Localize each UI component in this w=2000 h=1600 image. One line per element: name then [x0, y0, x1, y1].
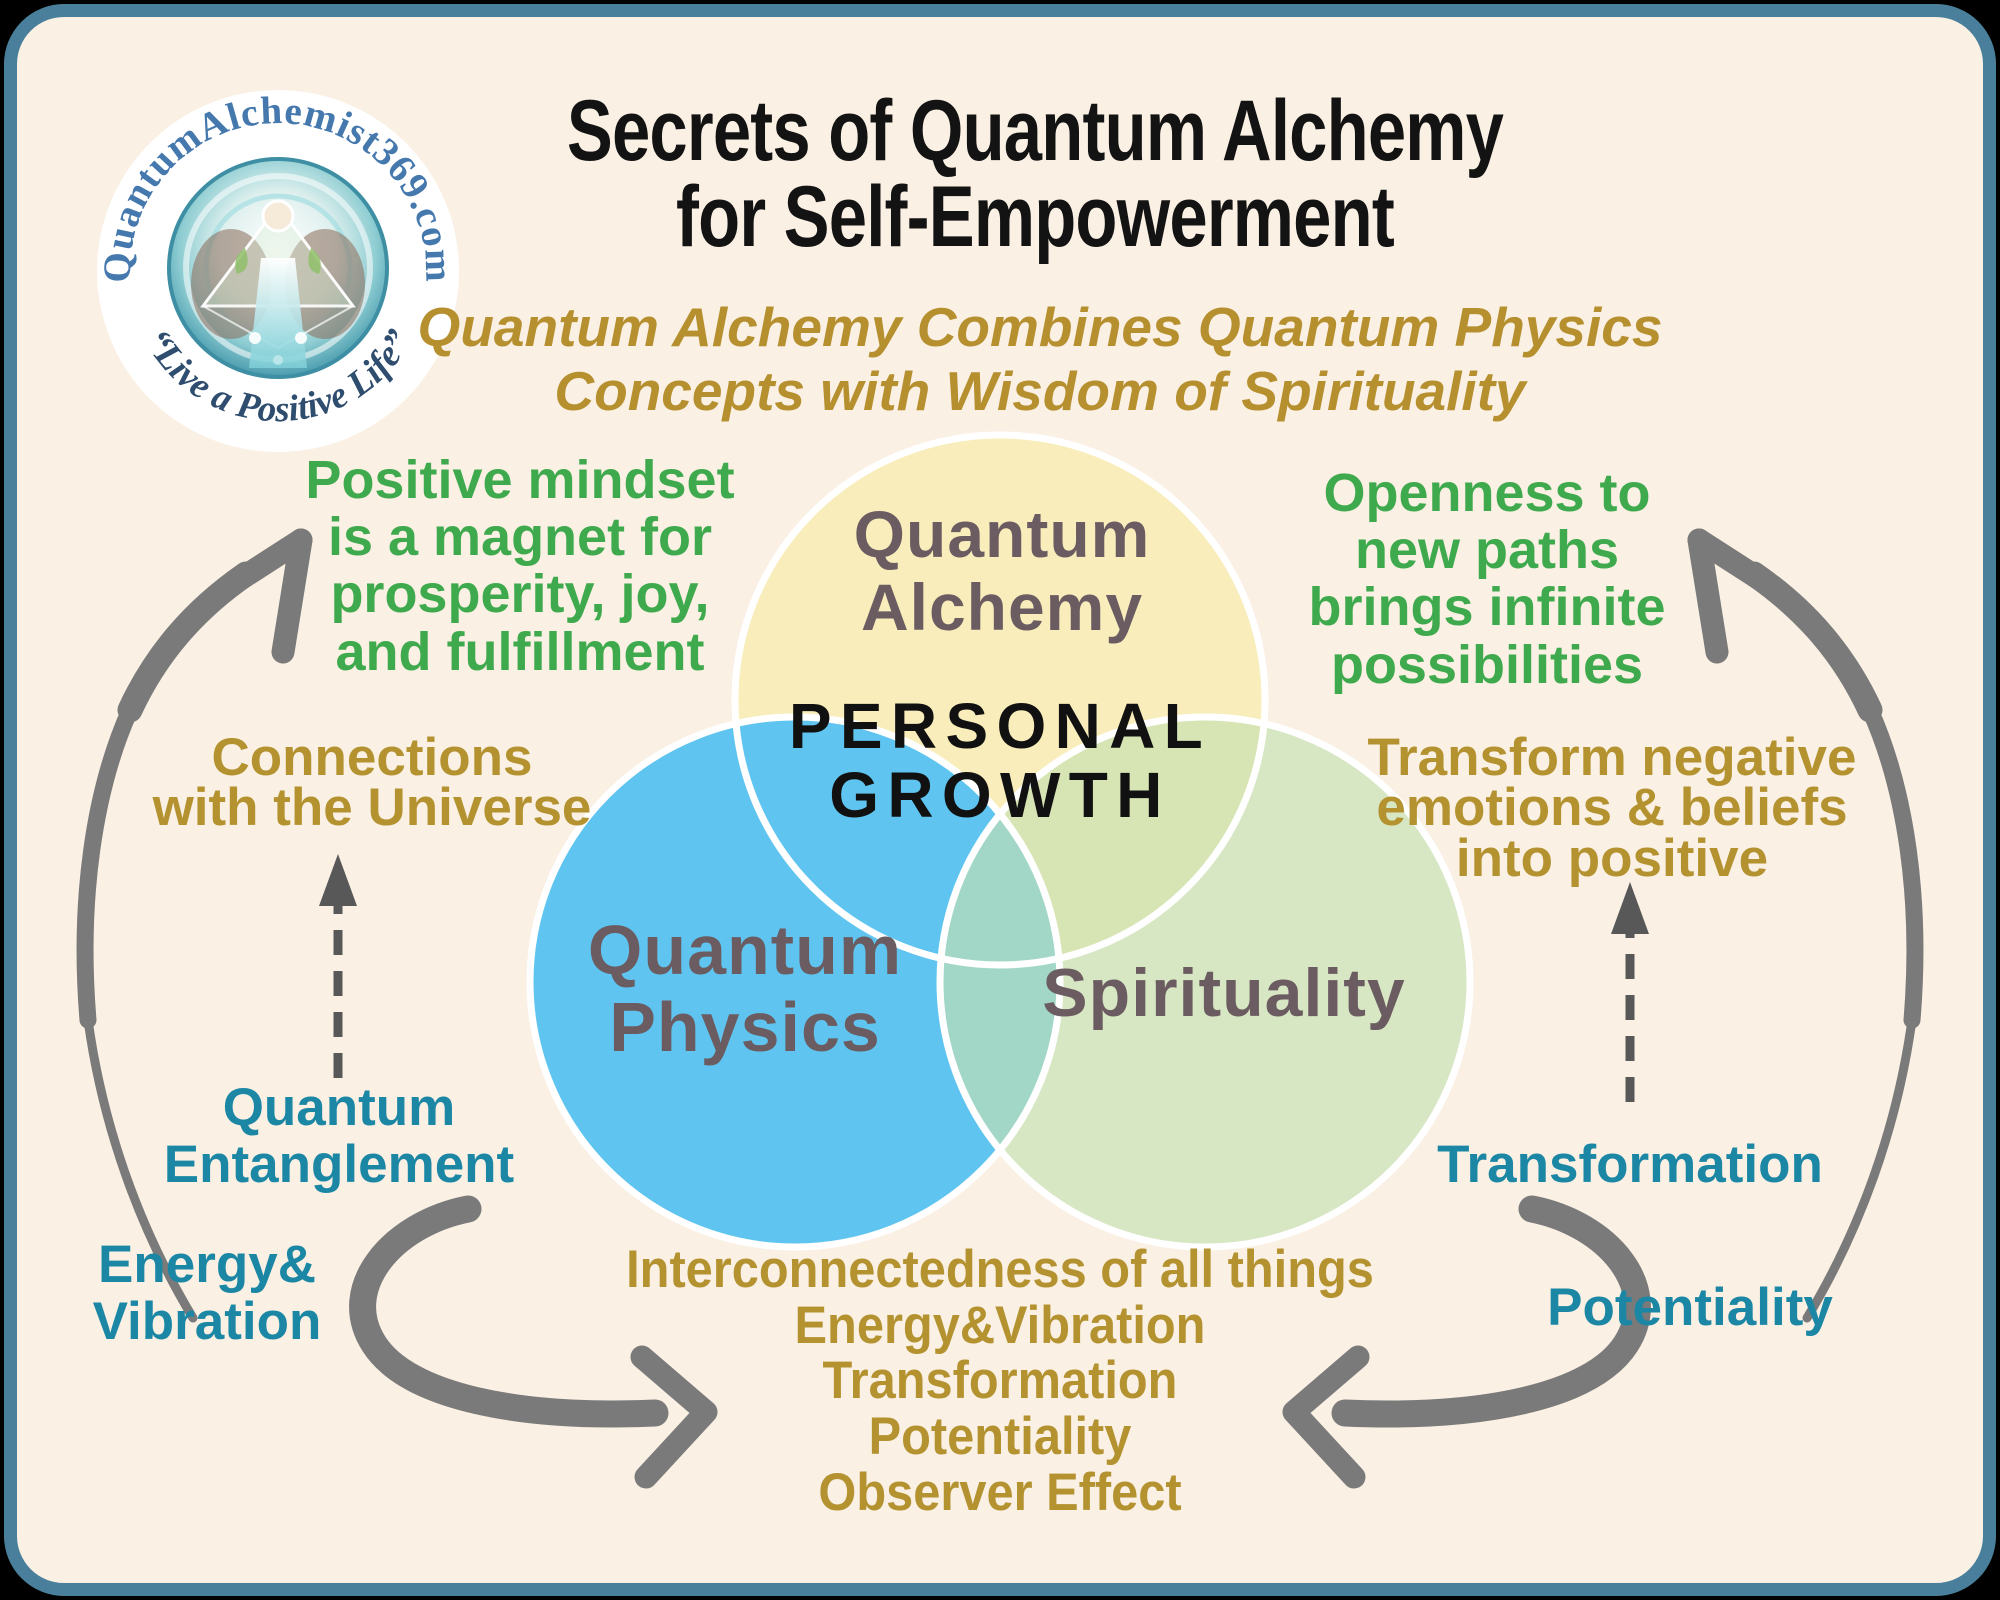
note-transform-negative: Transform negative emotions & beliefs in…: [1367, 728, 1857, 888]
title-line-1: Secrets of Quantum Alchemy: [566, 83, 1504, 179]
page-subtitle: Quantum Alchemy Combines Quantum Physics…: [418, 296, 1663, 424]
note-connections: Connections with the Universe: [152, 728, 592, 838]
shared-concepts-list: Interconnectedness of all things Energy&…: [594, 1242, 1407, 1520]
logo-badge: QuantumAlchemist369.com “Live a Positive…: [96, 89, 459, 452]
label-quantum-physics: Quantum Physics: [587, 911, 903, 1066]
label-spirituality: Spirituality: [1042, 955, 1406, 1031]
note-potentiality: Potentiality: [1547, 1278, 1833, 1337]
note-quantum-entanglement: Quantum Entanglement: [163, 1078, 515, 1194]
list-item: Energy&Vibration: [794, 1295, 1206, 1355]
note-energy-vibration: Energy& Vibration: [92, 1235, 322, 1351]
list-item: Transformation: [822, 1351, 1178, 1411]
note-transformation: Transformation: [1437, 1135, 1823, 1194]
title-line-2: for Self-Empowerment: [676, 169, 1395, 265]
label-quantum-alchemy: Quantum Alchemy: [853, 497, 1151, 644]
list-item: Observer Effect: [818, 1462, 1182, 1522]
list-item: Potentiality: [868, 1406, 1132, 1466]
logo-artwork: [167, 157, 389, 379]
subtitle-line-1: Quantum Alchemy Combines Quantum Physics: [417, 296, 1663, 358]
label-personal-growth: PERSONAL GROWTH: [788, 690, 1212, 832]
page-title: Secrets of Quantum Alchemy for Self-Empo…: [450, 88, 1620, 260]
note-openness: Openness to new paths brings infinite po…: [1308, 463, 1666, 695]
subtitle-line-2: Concepts with Wisdom of Spirituality: [554, 359, 1526, 422]
note-positive-mindset: Positive mindset is a magnet for prosper…: [305, 450, 735, 682]
list-item: Interconnectedness of all things: [626, 1240, 1374, 1299]
